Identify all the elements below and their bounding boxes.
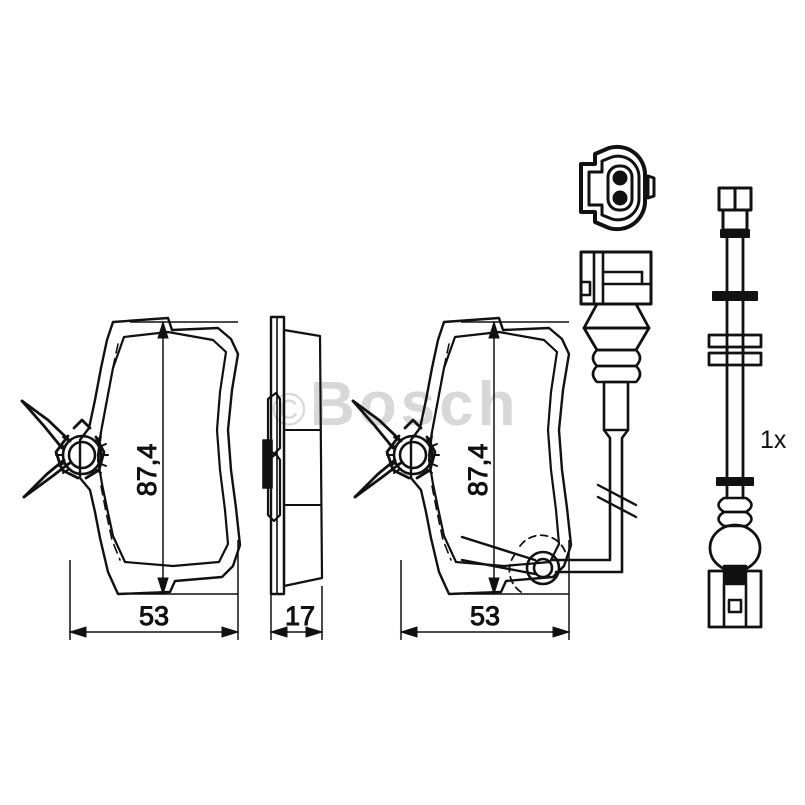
- dim-left-width-group: 53: [68, 540, 240, 640]
- pad-right-hub-inner: [398, 440, 428, 470]
- pad-right-sensor-pocket-hidden: [519, 534, 567, 555]
- dim-side-arrow-left: [269, 626, 288, 638]
- dim-right-height-arrow-top: [488, 320, 500, 339]
- dim-right-width-arrow-left: [399, 626, 418, 638]
- pad-right-chamfer-lower: [431, 485, 452, 561]
- pad-right-spring-clip: [351, 399, 437, 499]
- pad-side-clip-tab: [262, 439, 273, 489]
- dim-right-width-label: 53: [470, 601, 500, 631]
- pad-left-backing-plate: [78, 316, 242, 596]
- dim-right-width-arrow-right: [552, 626, 571, 638]
- sensor-boot-rib-2: [591, 364, 642, 384]
- sensor2-end-connector-key: [722, 564, 748, 586]
- dim-left-height-label: 87,4: [132, 444, 162, 497]
- pad-right-sensor-eyelet-inner: [532, 557, 554, 579]
- dim-side-arrow-right: [305, 626, 324, 638]
- sensor2-end-connector-window: [727, 598, 743, 614]
- dim-right-height-label: 87,4: [463, 444, 493, 497]
- sensor-connector-pin-2: [612, 190, 628, 206]
- pad-left-chamfer-lower: [100, 485, 121, 561]
- sensor-connector-latch: [646, 174, 656, 200]
- sensor-cable-break-1: [596, 483, 638, 507]
- attached-wear-sensor-group: [460, 144, 656, 576]
- sensor-connector-pin-1: [612, 170, 628, 186]
- dim-side-thickness-label: 17: [285, 601, 315, 631]
- sensor-connector-housing-inner: [587, 154, 641, 222]
- sensor-body-notch: [579, 280, 592, 297]
- sensor-cable-left: [602, 428, 612, 502]
- sensor-connector-housing-outer: [579, 144, 648, 232]
- sensor-cable-shaft: [602, 380, 630, 432]
- sensor-cable-right: [620, 428, 630, 502]
- sensor2-terminal-collar: [720, 229, 750, 238]
- pad-right-sensor-eyelet-outer: [525, 550, 561, 586]
- sensor-quantity-label: 1x: [760, 426, 787, 454]
- standalone-wear-sensor-group: [707, 186, 763, 629]
- pad-left-spring-clip: [20, 399, 106, 499]
- dim-side-thickness-group: 17: [269, 586, 324, 640]
- dim-left-width-label: 53: [139, 601, 169, 631]
- watermark-brand-text: Bosch: [310, 370, 519, 439]
- sensor2-lower-collar: [716, 477, 754, 486]
- watermark-group: © Bosch: [272, 370, 519, 439]
- pad-right-sensor-pocket-hidden-2: [508, 551, 522, 593]
- pad-left-group: [20, 316, 242, 596]
- dim-left-width-arrow-left: [68, 626, 87, 638]
- pad-left-hub-inner: [67, 440, 97, 470]
- sensor2-upper-flange: [712, 291, 758, 301]
- sensor-cable-break-2: [596, 495, 638, 519]
- pad-right-chamfer-upper: [427, 343, 450, 463]
- dim-left-height-arrow-top: [157, 320, 169, 339]
- dim-left-height-arrow-bottom: [157, 577, 169, 596]
- sensor-cable-lower-right: [554, 498, 624, 574]
- sensor-tail-wire-lower: [460, 558, 537, 576]
- sensor2-clip-disc-upper: [707, 333, 763, 349]
- pad-left-chamfer-upper: [96, 343, 119, 463]
- dim-left-width-arrow-right: [221, 626, 240, 638]
- sensor2-clip-disc-lower: [707, 351, 763, 367]
- dim-right-width-group: 53: [399, 540, 571, 640]
- dim-right-height-arrow-bottom: [488, 577, 500, 596]
- pad-right-backing-plate: [409, 316, 573, 596]
- pad-side-clip-lower: [266, 452, 282, 523]
- dim-left-height-group: 87,4: [130, 320, 238, 596]
- pad-right-group: [351, 316, 573, 596]
- sensor-connector-pin-window: [606, 164, 634, 212]
- pad-side-view-group: [262, 315, 324, 596]
- sensor-cable-lower-left: [551, 498, 612, 562]
- pad-side-friction-material: [282, 328, 324, 588]
- sensor-tail-wire-upper: [460, 535, 537, 562]
- dim-right-height-group: 87,4: [461, 320, 569, 596]
